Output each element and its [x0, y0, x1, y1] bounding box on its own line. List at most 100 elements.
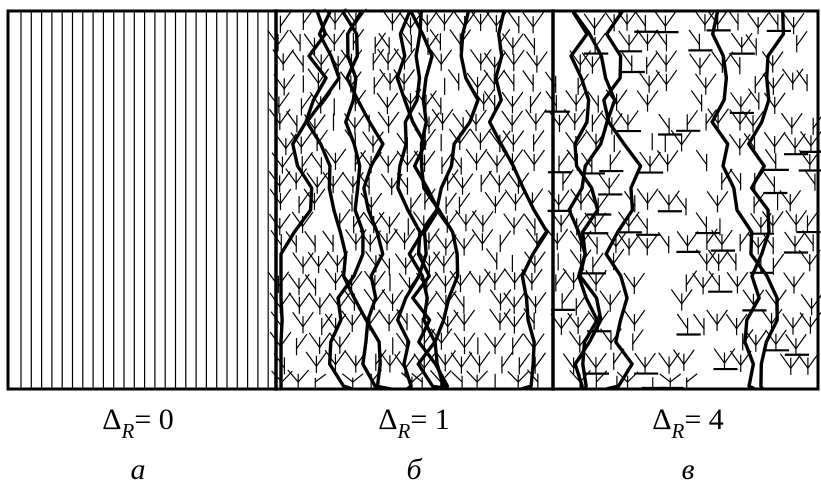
branch-right: [806, 211, 819, 227]
branch-right: [721, 229, 733, 246]
caption-param-a: ΔR= 0: [102, 403, 174, 443]
branch-right: [513, 292, 526, 309]
branch-left: [707, 108, 719, 124]
branch-left: [504, 189, 517, 205]
branch-right: [536, 51, 548, 67]
branch-left: [435, 290, 447, 307]
branch-left: [729, 52, 741, 69]
branch-right: [388, 309, 400, 326]
branch-right: [752, 110, 764, 127]
branch-right: [314, 373, 327, 383]
branch-left: [345, 229, 357, 245]
branch-left: [742, 110, 754, 127]
branch-right: [298, 273, 310, 290]
branch-right: [511, 110, 523, 127]
branch-right: [301, 151, 314, 168]
branch-left: [585, 352, 597, 369]
branch-right: [465, 209, 477, 226]
branch-right: [368, 309, 381, 325]
branch-right: [716, 9, 729, 26]
branch-right: [386, 228, 398, 245]
branch-right: [278, 92, 290, 108]
outer-frame: [6, 9, 820, 391]
branch-right: [370, 192, 383, 209]
branch-left: [452, 112, 465, 129]
branch-right: [615, 231, 627, 248]
branch-right: [300, 132, 313, 148]
branch-left: [432, 251, 445, 268]
branch-right: [403, 69, 415, 85]
branch-right: [387, 151, 400, 168]
branch-left: [324, 148, 337, 165]
branch-left: [599, 290, 612, 306]
branch-left: [693, 313, 705, 330]
branch-right: [404, 354, 416, 370]
branch-left: [503, 268, 516, 284]
branch-right: [705, 249, 718, 265]
branch-left: [377, 48, 389, 65]
branch-right: [597, 193, 610, 210]
branch-left: [378, 212, 391, 228]
branch-right: [775, 329, 787, 346]
branch-right: [644, 352, 656, 369]
branch-right: [561, 289, 573, 305]
branch-right: [424, 128, 437, 145]
branch-right: [789, 189, 802, 206]
branch-left: [380, 173, 393, 190]
branch-right: [480, 170, 493, 187]
branch-right: [573, 108, 586, 125]
branch-left: [760, 308, 773, 325]
branch-left: [623, 272, 636, 289]
branch-left: [362, 131, 374, 147]
branch-right: [499, 308, 511, 325]
branch-right: [595, 352, 607, 369]
branch-left: [598, 173, 611, 190]
branch-right: [297, 369, 310, 383]
branch-left: [581, 152, 593, 169]
branch-right: [685, 270, 698, 286]
branch-right: [577, 312, 589, 329]
branch-left: [783, 272, 795, 288]
branch-right: [716, 190, 729, 207]
branch-right: [646, 188, 659, 205]
branch-left: [429, 28, 442, 45]
branch-right: [648, 71, 660, 87]
branch-left: [381, 289, 394, 306]
branch-left: [292, 51, 305, 67]
branch-right: [512, 33, 524, 49]
branch-right: [479, 128, 492, 145]
branch-right: [754, 330, 767, 347]
branch-right: [350, 270, 363, 287]
branch-left: [502, 130, 515, 146]
branch-right: [794, 133, 806, 150]
branch-left: [804, 169, 816, 185]
branch-left: [429, 370, 442, 383]
branch-right: [300, 94, 313, 110]
branch-right: [476, 72, 489, 89]
branch-right: [387, 111, 400, 128]
branch-left: [305, 351, 318, 368]
branch-left: [523, 33, 536, 50]
branch-right: [595, 269, 607, 286]
branch-right: [475, 109, 487, 126]
branch-right: [717, 108, 729, 124]
branch-right: [373, 72, 386, 89]
branch-left: [503, 69, 515, 86]
branch-right: [633, 309, 646, 326]
branch-left: [522, 70, 534, 86]
branch-left: [782, 313, 794, 329]
branch-right: [351, 310, 364, 327]
branch-left: [676, 313, 689, 330]
branch-right: [704, 9, 716, 26]
branch-left: [695, 249, 708, 265]
branch-left: [526, 51, 538, 67]
branch-left: [655, 29, 668, 46]
branch-right: [807, 353, 819, 369]
branch-left: [451, 371, 463, 383]
branch-left: [585, 269, 597, 286]
branch-right: [458, 128, 471, 145]
branch-left: [779, 353, 792, 370]
branch-right: [278, 108, 291, 125]
branch-left: [396, 308, 408, 325]
branch-right: [723, 348, 736, 364]
